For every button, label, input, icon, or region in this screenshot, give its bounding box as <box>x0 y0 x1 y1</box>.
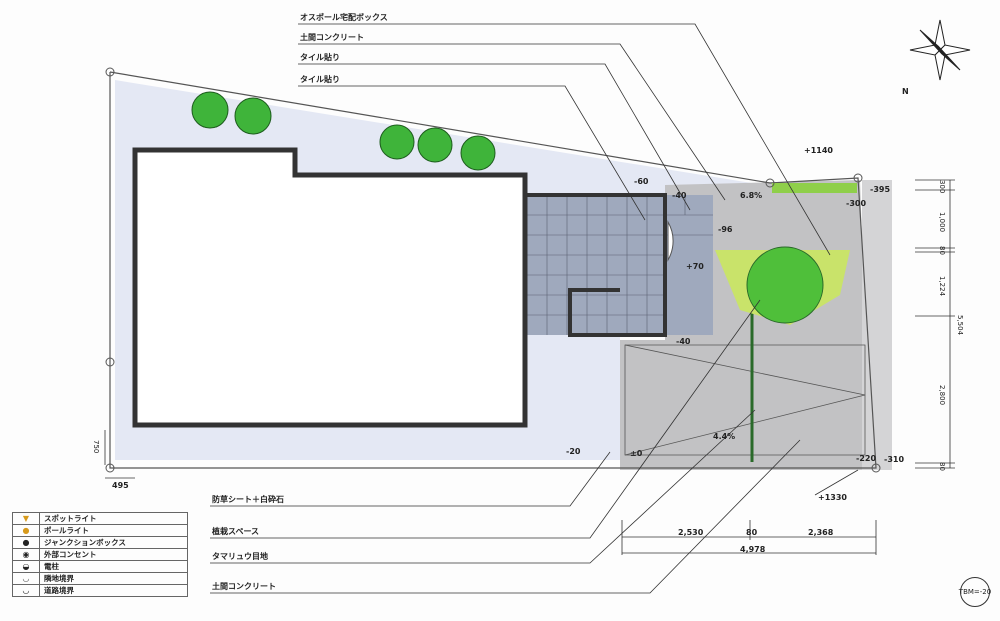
entry-wall <box>525 193 667 337</box>
level-label: +70 <box>686 262 704 271</box>
dimension-label: 80 <box>746 528 758 537</box>
outlet-icon: ◉ <box>12 548 40 561</box>
callout-label: 土間コンクリート <box>212 582 276 591</box>
compass-north-label: N <box>902 87 909 96</box>
callout-label: タマリュウ目地 <box>212 552 268 561</box>
dimension-label: 1,000 <box>938 212 946 233</box>
callout-label: 防草シート＋白砕石 <box>212 495 284 504</box>
large-tree <box>746 246 824 324</box>
callout-label: 植栽スペース <box>212 527 260 536</box>
legend-table: ▼スポットライト ●ポールライト ●ジャンクションボックス ◉外部コンセント ◒… <box>12 512 188 597</box>
dimension-label: 2,368 <box>808 528 834 537</box>
legend-label: ジャンクションボックス <box>39 536 188 549</box>
dimension-label: 300 <box>938 180 946 194</box>
callout-label: オスポール宅配ボックス <box>300 13 388 22</box>
legend-label: 隣地境界 <box>39 572 188 585</box>
slope-label: 6.8% <box>740 191 763 200</box>
legend-row: ●ジャンクションボックス <box>12 536 188 549</box>
level-label: -40 <box>676 337 691 346</box>
tbm-badge: TBM=-20 <box>959 577 991 607</box>
house-outline <box>132 147 528 428</box>
legend-label: 道路境界 <box>39 584 188 597</box>
junction-box-icon: ● <box>12 536 40 549</box>
dimension-label: 80 <box>938 246 946 255</box>
dimension-label: 1,224 <box>938 276 946 297</box>
level-label: +1140 <box>804 146 833 155</box>
level-label: -60 <box>634 177 649 186</box>
tile-grid <box>527 195 713 335</box>
level-label: -220 <box>856 454 877 463</box>
level-label: -96 <box>718 225 733 234</box>
callout-label: タイル貼り <box>300 75 340 84</box>
lot-boundary <box>109 71 877 469</box>
level-label: +1330 <box>818 493 847 502</box>
legend-label: ポールライト <box>39 524 188 537</box>
compass-icon <box>909 19 971 81</box>
legend-row: ◡隣地境界 <box>12 572 188 585</box>
dimension-lines <box>104 179 955 555</box>
level-label: ±0 <box>630 449 643 458</box>
legend-row: ●ポールライト <box>12 524 188 537</box>
slope-label: 4.4% <box>713 432 736 441</box>
door-swing <box>667 220 674 262</box>
legend-label: 電柱 <box>39 560 188 573</box>
road-strip <box>862 180 892 470</box>
legend-label: スポットライト <box>39 512 188 525</box>
dimension-label: 2,800 <box>938 385 946 406</box>
road-boundary-icon: ◡ <box>12 584 40 597</box>
dimension-label: 750 <box>92 440 100 454</box>
dimension-label: 80 <box>938 462 946 471</box>
pole-light-icon: ● <box>12 524 40 537</box>
boundary-markers <box>105 67 881 473</box>
utility-pole-icon: ◒ <box>12 560 40 573</box>
hedge <box>772 183 857 193</box>
level-label: -395 <box>870 185 891 194</box>
callout-label: 土間コンクリート <box>300 33 364 42</box>
level-label: -20 <box>566 447 581 456</box>
legend-row: ◒電柱 <box>12 560 188 573</box>
dimension-label: 495 <box>112 481 129 490</box>
legend-row: ◡道路境界 <box>12 584 188 597</box>
tile-area <box>527 195 713 335</box>
dimension-label: 2,530 <box>678 528 704 537</box>
leader-lines <box>210 23 859 594</box>
level-label: -300 <box>846 199 867 208</box>
neighbor-boundary-icon: ◡ <box>12 572 40 585</box>
legend-label: 外部コンセント <box>39 548 188 561</box>
dimension-label: 4,978 <box>740 545 766 554</box>
callout-label: タイル貼り <box>300 53 340 62</box>
spotlight-icon: ▼ <box>12 512 40 525</box>
driveway-slope <box>624 344 866 456</box>
dimension-label: 5,504 <box>956 315 964 336</box>
legend-row: ◉外部コンセント <box>12 548 188 561</box>
level-label: -310 <box>884 455 905 464</box>
level-label: -40 <box>672 191 687 200</box>
legend-row: ▼スポットライト <box>12 512 188 525</box>
trees <box>191 91 496 171</box>
